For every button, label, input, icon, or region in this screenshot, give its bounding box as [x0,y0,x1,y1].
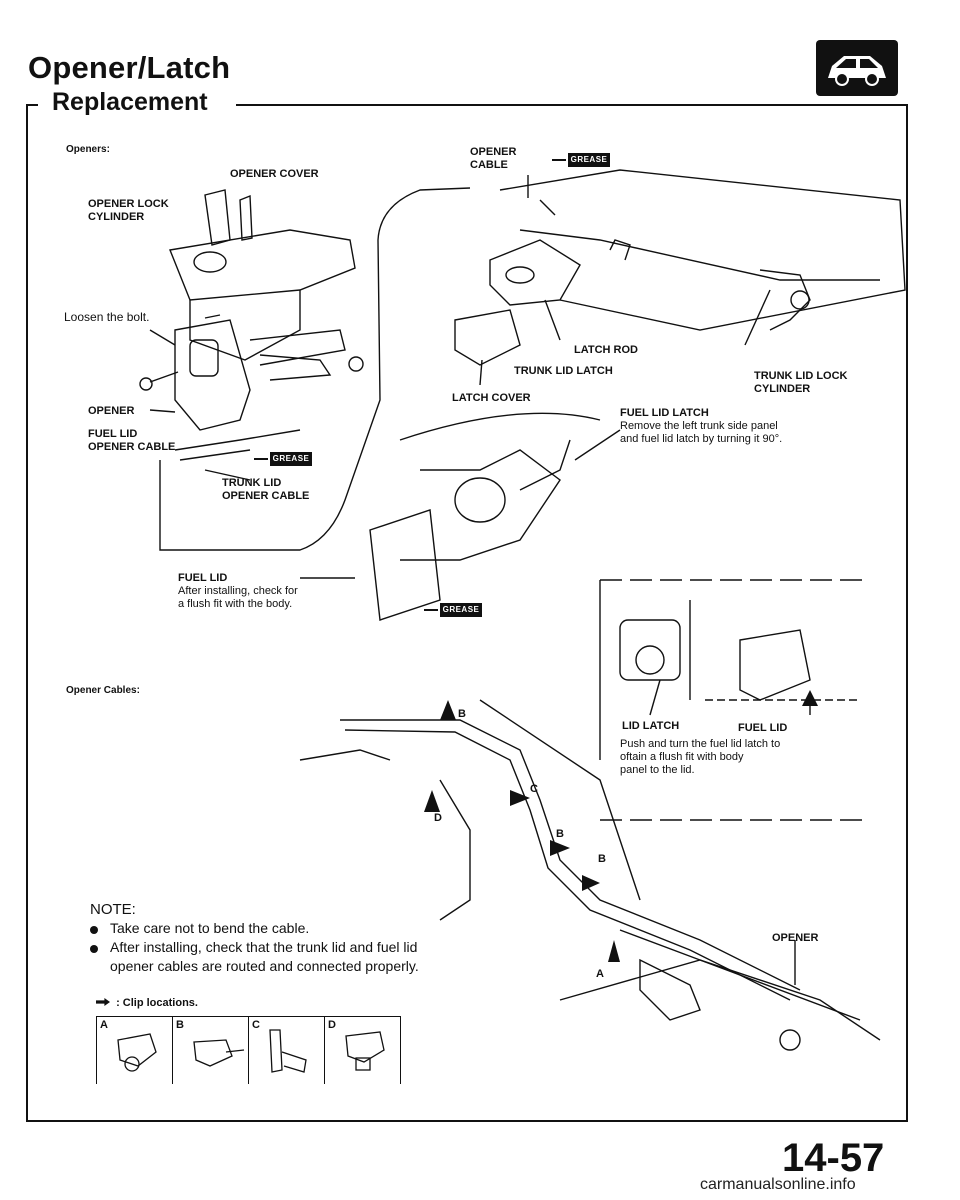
arrow-icon [96,998,110,1006]
clip-legend: : Clip locations. [96,997,198,1009]
note-item: opener cables are routed and connected p… [110,958,419,974]
grease-icon: GREASE [424,603,482,617]
label-detail-fuel-lid: FUEL LID [738,722,788,734]
label-trunk-lid-opener-cable: TRUNK LID OPENER CABLE [222,477,310,502]
clip-marker-c: C [530,783,538,795]
grease-icon: GREASE [254,452,312,466]
label-trunk-lid-lock-cylinder: TRUNK LID LOCK CYLINDER [754,370,848,395]
clip-marker-d: D [434,812,442,824]
label-opener-cables-opener: OPENER [772,932,819,944]
label-latch-rod: LATCH ROD [574,344,638,356]
clip-cell-c [248,1016,249,1084]
clip-cell-end [400,1016,401,1084]
label-opener: OPENER [88,405,135,417]
fuel-lid-note: After installing, check for a flush fit … [178,585,298,610]
note-item: Take care not to bend the cable. [110,920,310,936]
label-lid-latch: LID LATCH [622,720,680,732]
label-fuel-lid-latch: FUEL LID LATCH [620,407,709,419]
page-number: 14-57 [782,1136,885,1180]
fuel-lid-latch-note: Remove the left trunk side panel and fue… [620,420,783,445]
clip-letter-a: A [100,1019,108,1031]
clip-letter-c: C [252,1019,260,1031]
label-loosen-bolt: Loosen the bolt. [64,310,150,324]
clip-legend-text: : Clip locations. [116,997,198,1009]
label-trunk-lid-latch: TRUNK LID LATCH [514,365,613,377]
label-fuel-lid: FUEL LID [178,572,228,584]
label-opener-lock-cylinder: OPENER LOCK CYLINDER [88,198,169,223]
cables-heading: Opener Cables: [66,685,140,696]
clip-marker-b: B [598,853,606,865]
page-title: Opener/Latch [28,50,231,85]
label-fuel-lid-opener-cable: FUEL LID OPENER CABLE [88,428,176,453]
label-opener-cover: OPENER COVER [230,168,319,180]
clip-cell-a [96,1016,97,1084]
detail-note: Push and turn the fuel lid latch to ofta… [620,738,781,776]
grease-icon: GREASE [552,153,610,167]
clip-cell-d [324,1016,325,1084]
clip-marker-a: A [596,968,604,980]
section-rule [236,104,906,106]
label-opener-cable: OPENER CABLE [470,146,517,171]
content-frame [26,104,908,1122]
clip-letter-d: D [328,1019,336,1031]
section-rule-left [26,104,38,106]
bullet [90,926,98,934]
bullet [90,945,98,953]
clip-marker-b: B [458,708,466,720]
watermark: carmanualsonline.info [700,1176,856,1193]
car-icon [816,40,898,96]
note-item: After installing, check that the trunk l… [110,939,418,955]
note-heading: NOTE: [90,901,136,918]
label-latch-cover: LATCH COVER [452,392,531,404]
clip-marker-b: B [556,828,564,840]
clip-cell-b [172,1016,173,1084]
openers-heading: Openers: [66,144,110,155]
clip-letter-b: B [176,1019,184,1031]
section-title: Replacement [46,88,214,117]
